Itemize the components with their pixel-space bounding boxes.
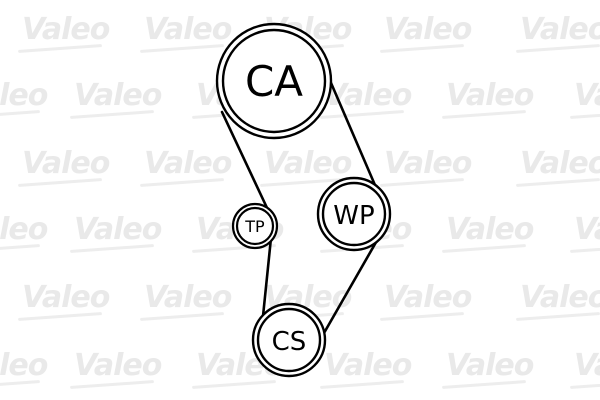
pulley-wp-inner-ring [321, 181, 387, 247]
belt-segment-ca-tp [220, 110, 270, 212]
pulley-wp: WP [316, 176, 392, 252]
pulley-wp-label: WP [333, 201, 374, 231]
pulley-cs: CS [251, 302, 327, 378]
pulley-tp: TP [231, 202, 279, 250]
belt-segment-wp-cs [314, 228, 385, 349]
belt-segment-tp-cs [260, 236, 273, 328]
belt-segment-ca-wp [320, 60, 386, 208]
pulley-cs-label: CS [272, 327, 307, 357]
timing-belt [220, 60, 386, 349]
pulley-cs-inner-ring [256, 307, 322, 373]
pulley-ca-label: CA [245, 57, 303, 106]
pulley-tp-label: TP [244, 217, 265, 236]
pulley-ca: CA [215, 22, 333, 140]
pulley-tp-inner-ring [235, 206, 275, 246]
pulley-ca-inner-ring [221, 28, 327, 134]
